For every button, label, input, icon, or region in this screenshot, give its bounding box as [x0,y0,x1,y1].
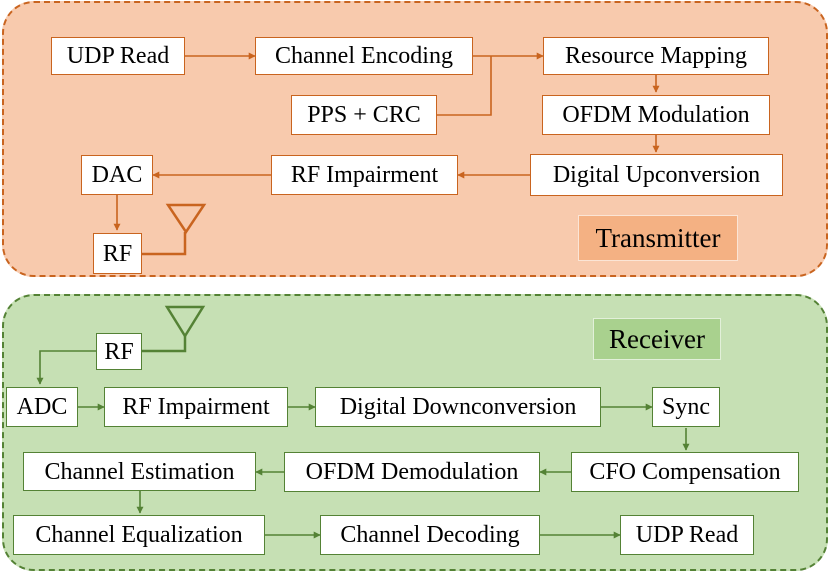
receiver-label: Receiver [593,318,721,360]
tx-resource-mapping-block: Resource Mapping [543,37,769,75]
line-rf-to-antenna [142,232,187,256]
rx-channel-estimation-block: Channel Estimation [23,452,256,491]
tx-ofdm-modulation-block: OFDM Modulation [542,95,770,135]
rx-rf-impairment-block: RF Impairment [104,387,288,427]
rx-antenna-icon [164,305,206,339]
tx-udp-read-block: UDP Read [51,37,185,75]
rx-channel-decoding-block: Channel Decoding [320,515,540,555]
rx-udp-read-block: UDP Read [620,515,754,555]
rx-adc-block: ADC [6,387,78,427]
tx-digital-upconversion-block: Digital Upconversion [530,154,783,196]
rx-sync-block: Sync [652,387,720,427]
line-pps-to-mapping [437,56,492,116]
line-antenna-to-rf [142,336,187,353]
tx-channel-encoding-block: Channel Encoding [255,37,473,75]
rx-rf-block: RF [96,333,142,370]
tx-antenna-icon [165,203,207,235]
rx-channel-equalization-block: Channel Equalization [13,515,265,555]
tx-pps-crc-block: PPS + CRC [291,95,437,135]
tx-rf-block: RF [93,233,142,274]
transmitter-label: Transmitter [578,215,738,261]
rx-cfo-compensation-block: CFO Compensation [571,452,799,492]
tx-dac-block: DAC [81,155,153,195]
rx-ofdm-demodulation-block: OFDM Demodulation [284,452,540,492]
rx-digital-downconversion-block: Digital Downconversion [315,387,601,427]
arrow-rf-to-adc [36,350,96,385]
tx-rf-impairment-block: RF Impairment [271,155,458,195]
